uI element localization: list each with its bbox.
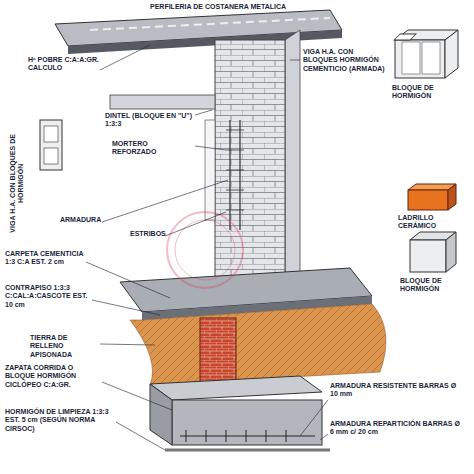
callout-label: MORTERO REFORZADO xyxy=(112,140,194,157)
callout-label: ARMADURA xyxy=(60,216,120,224)
callout-label: ZAPATA CORRIDA O BLOQUE HORMIGÓN CICLÓPE… xyxy=(5,364,101,389)
callout-label: ARMADURA RESISTENTE BARRAS Ø 10 mm xyxy=(330,382,460,399)
callout-label: BLOQUE DE HORMIGÓN xyxy=(392,84,470,101)
callout-label: VIGA H.A. CON BLOQUES DE HORMIGÓN xyxy=(9,128,26,238)
callout-label: HORMIGÓN DE LIMPIEZA 1:3:3 EST. 5 cm (SE… xyxy=(5,408,115,433)
callout-label: Hº POBRE C:A:A:GR. CALCULO xyxy=(28,56,100,73)
callout-label: ARMADURA REPARTICIÓN BARRAS Ø 6 mm c/ 20… xyxy=(330,420,460,437)
callout-label: VIGA H.A. CON BLOQUES HORMIGÓN CEMENTICI… xyxy=(303,48,388,73)
callout-label: ESTRIBOS xyxy=(130,230,180,238)
callout-label: CONTRAPISO 1:3:3 C:CAL:A:CASCOTE EST. 10… xyxy=(5,284,93,309)
callout-label: PERFILERIA DE COSTANERA METALICA xyxy=(150,3,350,11)
callout-label: DINTEL (BLOQUE EN "U") 1:3:3 xyxy=(105,112,195,129)
callout-label: TIERRA DE RELLENO APISONADA xyxy=(30,334,100,359)
callout-label: CARPETA CEMENTICIA 1:3 C:A EST. 2 cm xyxy=(5,250,87,267)
callout-label: BLOQUE DE HORMIGÓN xyxy=(400,277,468,294)
callout-label: LADRILLO CERÁMICO xyxy=(398,214,468,231)
